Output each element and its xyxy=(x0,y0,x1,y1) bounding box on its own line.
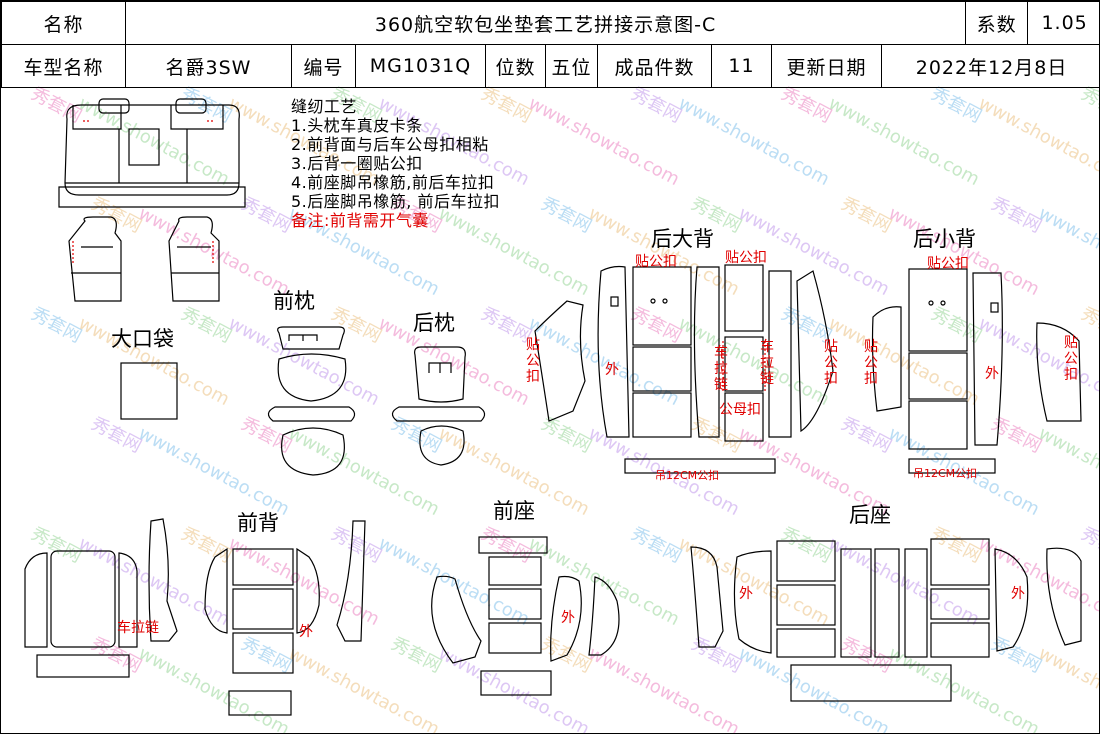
front-headrest-label: 前枕 xyxy=(273,289,315,313)
note-step: 5.后座脚吊橡筋, 前后车拉扣 xyxy=(291,192,500,211)
annotation-stick-male-clip: 贴公扣 xyxy=(725,250,767,266)
annotation-hang-12cm-male: 吊12CM公扣 xyxy=(655,469,720,482)
annotation-sew-zipper: 车拉链 xyxy=(117,620,159,636)
annotation-stick-male-clip: 贴公扣 xyxy=(864,339,878,387)
seats-label: 位数 xyxy=(485,44,546,88)
annotation-male-female-clip: 公母扣 xyxy=(719,402,761,418)
annotation-outside: 外 xyxy=(1011,586,1025,602)
coef-value: 1.05 xyxy=(1027,1,1099,45)
front-seat-pieces xyxy=(431,536,620,696)
header-table: 名称 360航空软包坐垫套工艺拼接示意图-C 系数 1.05 车型名称 名爵3S… xyxy=(1,1,1099,88)
big-pocket-piece xyxy=(120,362,178,420)
note-step: 3.后背一圈贴公扣 xyxy=(291,154,423,173)
rear-headrest-label: 后枕 xyxy=(413,311,455,335)
note-remark: 备注:前背需开气囊 xyxy=(291,211,429,230)
code-value: MG1031Q xyxy=(355,44,486,88)
pieces-value: 11 xyxy=(711,44,772,88)
front-seat-label: 前座 xyxy=(493,499,535,523)
annotation-outside: 外 xyxy=(985,366,999,382)
annotation-hang-12cm-male: 吊12CM公扣 xyxy=(913,467,978,480)
code-label: 编号 xyxy=(291,44,356,88)
seats-value: 五位 xyxy=(545,44,598,88)
annotation-outside: 外 xyxy=(561,610,575,626)
big-pocket-label: 大口袋 xyxy=(111,327,174,351)
note-step: 1.头枕车真皮卡条 xyxy=(291,116,423,135)
front-back-pieces xyxy=(24,518,366,716)
model-value: 名爵3SW xyxy=(125,44,292,88)
rear-headrest-pieces xyxy=(391,346,486,466)
annotation-stick-male-clip: 贴公扣 xyxy=(1064,335,1078,383)
rear-small-back-pieces xyxy=(871,268,1082,474)
annotation-outside: 外 xyxy=(739,586,753,602)
sewing-notes: 缝纫工艺 1.头枕车真皮卡条 2.前背面与后车公母扣相粘 3.后背一圈贴公扣 4… xyxy=(291,97,500,230)
annotation-stick-male-clip: 贴公扣 xyxy=(526,337,540,385)
front-headrest-pieces xyxy=(267,326,356,476)
note-step: 2.前背面与后车公母扣相粘 xyxy=(291,135,489,154)
date-value: 2022年12月8日 xyxy=(880,44,1099,88)
annotation-sew-zipper: 车拉链 xyxy=(760,339,774,387)
annotation-stick-male-clip: 贴公扣 xyxy=(927,256,969,272)
name-label: 名称 xyxy=(1,1,126,45)
notes-heading: 缝纫工艺 xyxy=(291,97,358,116)
annotation-stick-male-clip: 贴公扣 xyxy=(635,254,677,270)
annotation-sew-zipper: 车拉链 xyxy=(714,345,728,393)
rear-big-back-label: 后大背 xyxy=(651,227,714,251)
annotation-stick-male-clip: 贴公扣 xyxy=(824,339,838,387)
annotation-outside: 外 xyxy=(299,624,313,640)
front-back-label: 前背 xyxy=(237,511,279,535)
rear-big-back-pieces xyxy=(534,264,834,474)
annotation-outside: 外 xyxy=(605,362,619,378)
rear-seat-label: 后座 xyxy=(849,503,891,527)
rear-seat-pieces xyxy=(690,538,1082,702)
rear-small-back-label: 后小背 xyxy=(913,227,976,251)
model-label: 车型名称 xyxy=(1,44,126,88)
note-step: 4.前座脚吊橡筋,前后车拉扣 xyxy=(291,173,495,192)
date-label: 更新日期 xyxy=(771,44,882,88)
car-overview-diagram xyxy=(58,98,246,302)
sheet-title: 360航空软包坐垫套工艺拼接示意图-C xyxy=(124,1,967,45)
